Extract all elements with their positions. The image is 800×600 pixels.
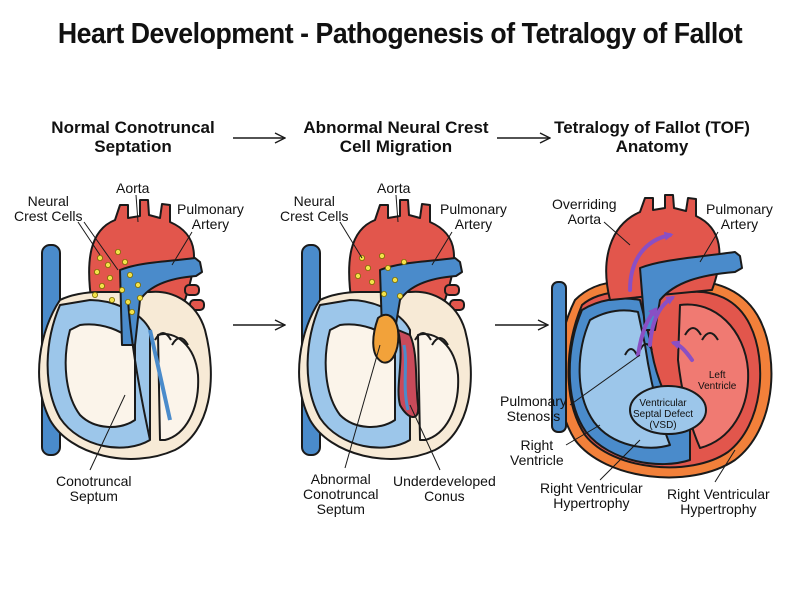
label-neural-crest-1: Neural Crest Cells [14,194,82,224]
label-right-ventricle: Right Ventricle [510,438,564,468]
label-left-ventricle: Left Ventricle [698,370,736,392]
label-pulmonary-artery-3: Pulmonary Artery [706,202,773,232]
label-underdeveloped-conus: Underdeveloped Conus [393,474,496,504]
label-stenosis-line2: Stenosis [506,408,561,424]
label-pulmonary-3-line2: Artery [720,216,759,232]
label-right-v-line1: Right [520,437,554,453]
label-aorta-1: Aorta [116,180,150,196]
label-conotruncal-septum: Conotruncal Septum [56,474,132,504]
abnormal-septum [372,313,400,364]
label-neural-crest-2-line1: Neural [293,193,335,209]
label-abnormal-line3: Septum [316,501,365,517]
vsd-hole [629,385,707,435]
panel-1-title-line2: Septation [94,137,172,156]
label-left-v-line1: Left [708,370,726,381]
panel-2-title-line2: Cell Migration [339,137,453,156]
abnormal-heart [298,199,472,460]
label-neural-crest-1-line1: Neural [27,193,69,209]
label-septum-line1: Conotruncal [56,473,132,489]
label-pulmonary-1-line1: Pulmonary [177,201,244,217]
label-vsd-line2: Septal Defect [633,409,694,420]
label-rvh-right-line1: Right Ventricular [667,486,770,502]
panel-3-title-line1: Tetralogy of Fallot (TOF) [554,118,750,137]
label-abnormal-septum: Abnormal Conotruncal Septum [303,472,379,517]
label-septum-line2: Septum [69,488,118,504]
neural-crest-dots-2 [354,252,407,299]
label-vsd-line3: (VSD) [649,420,677,431]
page-title: Heart Development - Pathogenesis of Tetr… [57,18,743,50]
panel-3-title-line2: Anatomy [615,137,689,156]
label-conus-line1: Underdeveloped [393,473,496,489]
conotruncal-septum-1 [127,299,151,441]
label-pulmonary-artery-1: Pulmonary Artery [177,202,244,232]
neural-crest-dots-1 [92,248,143,315]
pulmonary-artery-3 [639,251,743,331]
label-stenosis-line1: Pulmonary [500,393,567,409]
label-rvh-left-line1: Right Ventricular [540,480,643,496]
label-conus-line2: Conus [424,488,465,504]
label-vsd: Ventricular Septal Defect (VSD) [633,398,693,431]
label-overriding-line1: Overriding [552,196,617,212]
label-pulmonary-artery-2: Pulmonary Artery [440,202,507,232]
label-rvh-left-line2: Hypertrophy [553,495,630,511]
label-overriding-aorta: Overriding Aorta [552,197,617,227]
label-abnormal-line1: Abnormal [310,471,371,487]
label-pulmonary-stenosis: Pulmonary Stenosis [500,394,567,424]
label-neural-crest-2-line2: Crest Cells [280,208,349,224]
normal-heart [38,199,212,460]
label-rvh-right: Right Ventricular Hypertrophy [667,487,770,517]
label-aorta-2: Aorta [377,180,411,196]
panel-2-title-line1: Abnormal Neural Crest [303,118,489,137]
vena-cava-3 [551,281,567,433]
label-abnormal-line2: Conotruncal [303,486,379,502]
panel-2-title: Abnormal Neural Crest Cell Migration [296,118,496,156]
label-left-v-line2: Ventricle [698,381,737,392]
label-pulmonary-1-line2: Artery [191,216,230,232]
label-neural-crest-1-line2: Crest Cells [14,208,83,224]
label-pulmonary-2-line1: Pulmonary [440,201,507,217]
panel-1-title-line1: Normal Conotruncal [51,118,215,137]
tof-heart [557,194,773,479]
label-vsd-line1: Ventricular [639,398,687,409]
label-overriding-line2: Aorta [567,211,602,227]
panel-3-title: Tetralogy of Fallot (TOF) Anatomy [552,118,752,156]
label-pulmonary-3-line1: Pulmonary [706,201,773,217]
panel-1-title: Normal Conotruncal Septation [33,118,233,156]
label-rvh-left: Right Ventricular Hypertrophy [540,481,643,511]
label-right-v-line2: Ventricle [510,452,564,468]
label-rvh-right-line2: Hypertrophy [680,501,757,517]
underdeveloped-conus [397,329,420,418]
label-pulmonary-2-line2: Artery [454,216,493,232]
tof-flow-arrows [628,231,694,362]
label-neural-crest-2: Neural Crest Cells [280,194,348,224]
